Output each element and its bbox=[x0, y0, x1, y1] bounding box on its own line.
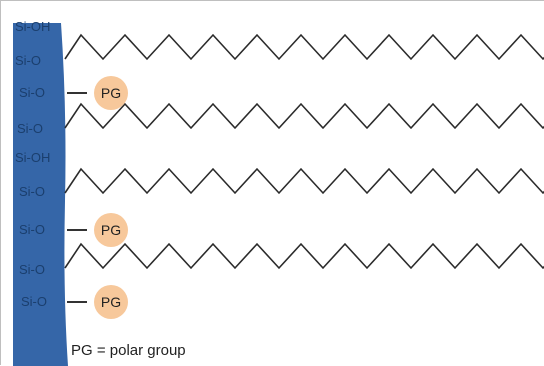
alkyl-chain bbox=[64, 167, 544, 195]
polar-group-circle: PG bbox=[94, 285, 128, 319]
alkyl-chain bbox=[64, 102, 544, 130]
siloxane-label: Si-O bbox=[21, 294, 47, 309]
pg-label: PG bbox=[100, 85, 122, 101]
silica-surface bbox=[13, 23, 68, 366]
siloxane-label: Si-O bbox=[17, 121, 43, 136]
silanol-label: Si-OH bbox=[15, 19, 51, 34]
siloxane-label: Si-O bbox=[19, 85, 45, 100]
pg-bond bbox=[67, 301, 87, 303]
siloxane-label: Si-O bbox=[19, 262, 45, 277]
polar-group-circle: PG bbox=[94, 213, 128, 247]
alkyl-chain bbox=[64, 33, 544, 61]
siloxane-label: Si-O bbox=[19, 222, 45, 237]
alkyl-chain bbox=[64, 242, 544, 270]
pg-label: PG bbox=[100, 222, 122, 238]
siloxane-label: Si-O bbox=[15, 53, 41, 68]
pg-bond bbox=[67, 229, 87, 231]
silanol-label: Si-OH bbox=[15, 150, 51, 165]
legend-caption: PG = polar group bbox=[71, 342, 186, 359]
pg-bond bbox=[67, 92, 87, 94]
siloxane-label: Si-O bbox=[19, 184, 45, 199]
polar-group-circle: PG bbox=[94, 76, 128, 110]
pg-label: PG bbox=[100, 294, 122, 310]
